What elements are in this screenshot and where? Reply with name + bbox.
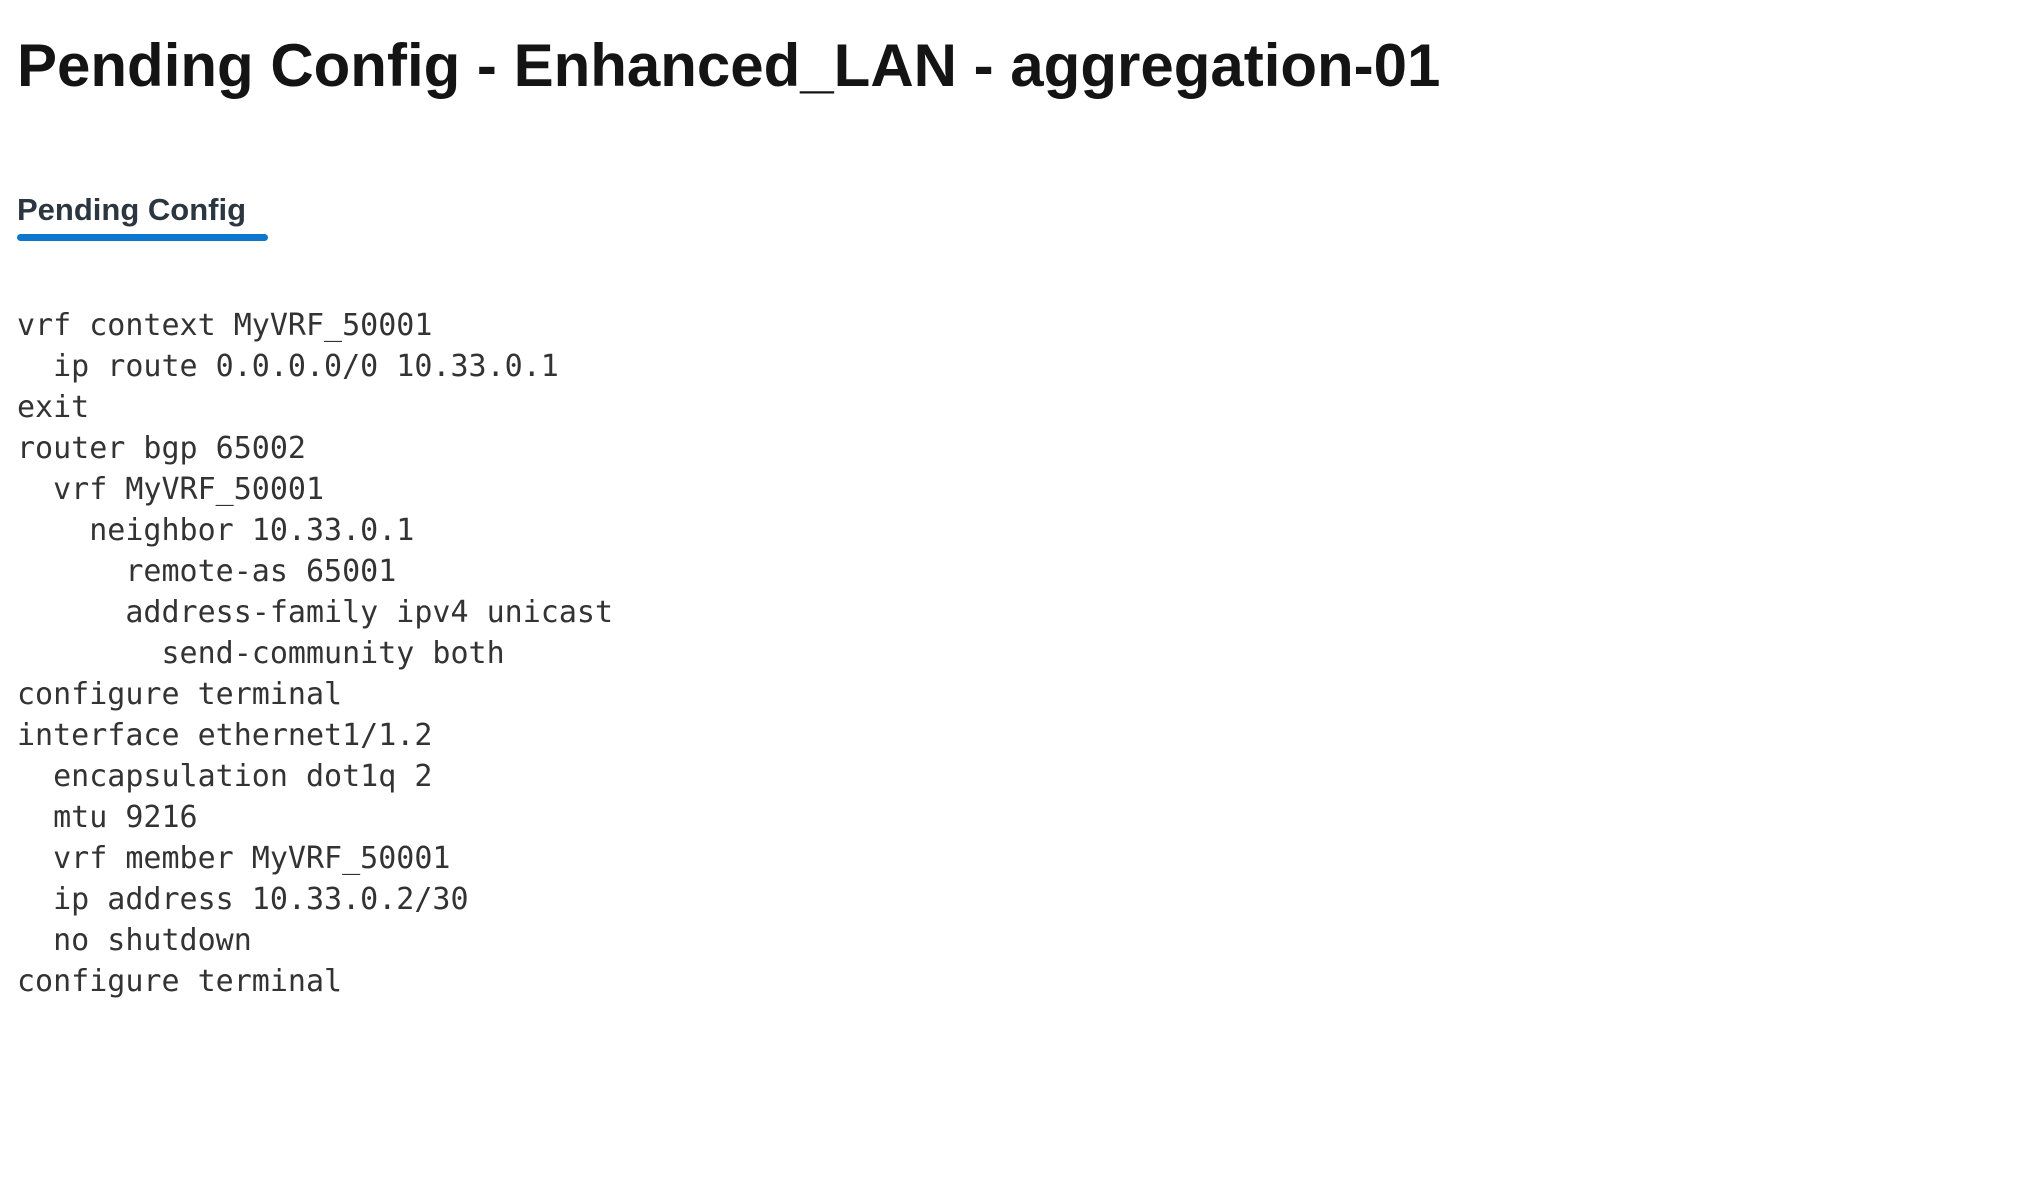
pending-config-panel: Pending Config - Enhanced_LAN - aggregat… bbox=[17, 32, 1988, 999]
pending-config-text: vrf context MyVRF_50001 ip route 0.0.0.0… bbox=[17, 308, 614, 999]
tab-bar: Pending Config bbox=[17, 190, 1988, 241]
page-title: Pending Config - Enhanced_LAN - aggregat… bbox=[17, 32, 1441, 99]
tab-label: Pending Config bbox=[17, 192, 247, 227]
tab-pending-config[interactable]: Pending Config bbox=[17, 190, 269, 241]
tab-active-indicator bbox=[17, 234, 269, 241]
